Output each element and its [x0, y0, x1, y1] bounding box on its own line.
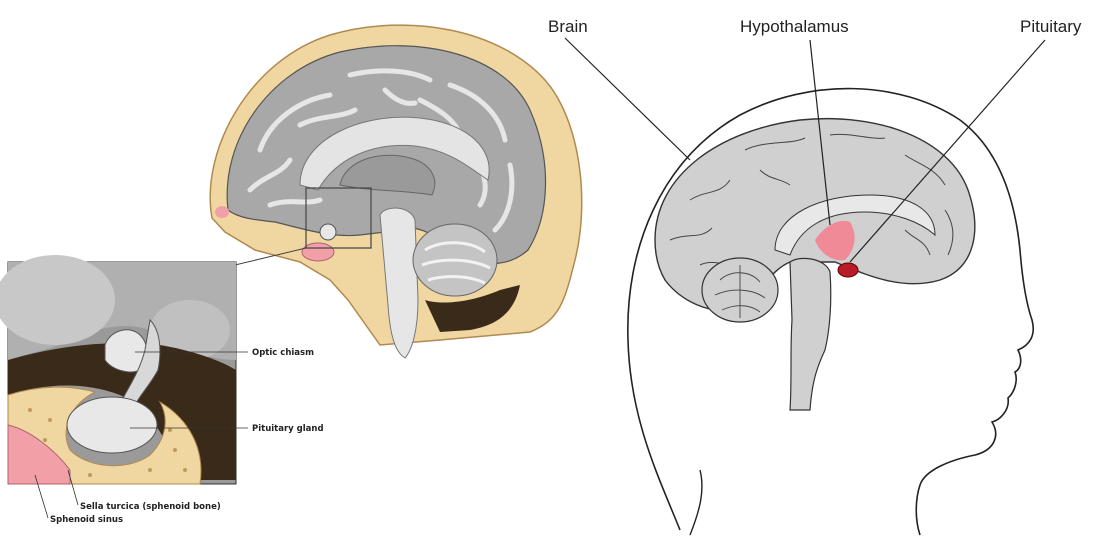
small-frontal-sinus: [215, 206, 229, 218]
label-hypothalamus: Hypothalamus: [740, 17, 849, 36]
label-pituitary-gland: Pituitary gland: [252, 424, 324, 434]
small-pituitary: [320, 224, 336, 240]
sagittal-section-illustration: [210, 25, 582, 358]
label-sella-turcica: Sella turcica (sphenoid bone): [80, 502, 221, 512]
label-brain: Brain: [548, 17, 588, 36]
label-pituitary: Pituitary: [1020, 17, 1082, 36]
label-sphenoid-sinus: Sphenoid sinus: [50, 515, 123, 525]
small-sphenoid-sinus: [302, 243, 334, 261]
cerebellum-right: [702, 258, 778, 322]
inset-detail: [0, 255, 236, 484]
label-optic-chiasm: Optic chiasm: [252, 348, 314, 358]
head-profile-illustration: [628, 89, 1033, 535]
pituitary-shape: [838, 263, 858, 277]
pituitary-gland-shape: [67, 397, 157, 453]
cerebellum: [413, 224, 497, 296]
brainstem-right: [790, 258, 831, 410]
